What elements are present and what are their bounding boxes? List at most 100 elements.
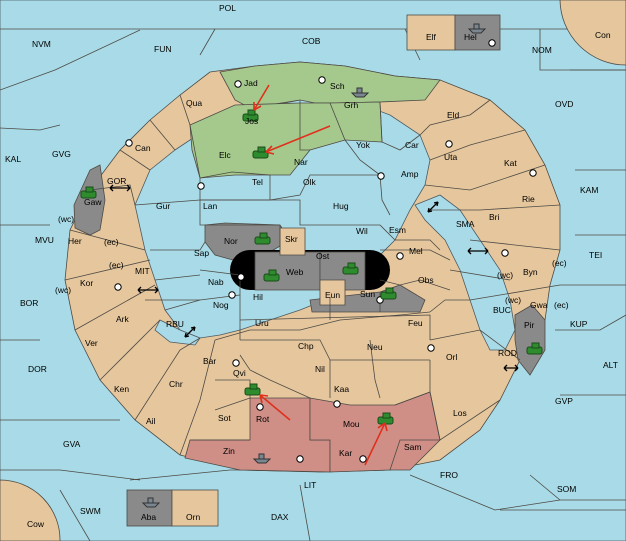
supply-center-dot: [228, 291, 236, 299]
territory-label-sma[interactable]: SMA: [456, 219, 475, 229]
territory-label-mit[interactable]: MIT: [135, 266, 150, 276]
territory-label-bor[interactable]: BOR: [20, 298, 38, 308]
region-pir: [514, 304, 546, 376]
territory-label-chp[interactable]: Chp: [298, 341, 314, 351]
territory-label-los[interactable]: Los: [453, 408, 467, 418]
territory-label-fun[interactable]: FUN: [154, 44, 171, 54]
territory-label-can[interactable]: Can: [135, 143, 151, 153]
territory-label-amp[interactable]: Amp: [401, 169, 419, 179]
territory-label-dax[interactable]: DAX: [271, 512, 289, 522]
territory-label-lit[interactable]: LIT: [304, 480, 316, 490]
territory-label-uru[interactable]: Uru: [255, 318, 269, 328]
territory-label-sch[interactable]: Sch: [330, 81, 345, 91]
territory-label-elc[interactable]: Elc: [219, 150, 232, 160]
territory-label-gor[interactable]: GOR: [107, 176, 126, 186]
territory-label-nil[interactable]: Nil: [315, 364, 325, 374]
territory-label-kar[interactable]: Kar: [339, 448, 352, 458]
territory-label-uta[interactable]: Uta: [444, 152, 458, 162]
territory-label-som[interactable]: SOM: [557, 484, 576, 494]
territory-label-ken[interactable]: Ken: [114, 384, 129, 394]
territory-label-fro[interactable]: FRO: [440, 470, 458, 480]
territory-label-gur[interactable]: Gur: [156, 201, 170, 211]
territory-label-con[interactable]: Con: [595, 30, 611, 40]
territory-label-nar[interactable]: Nar: [294, 157, 308, 167]
territory-label-rod[interactable]: ROD: [498, 348, 517, 358]
territory-label-mel[interactable]: Mel: [409, 246, 423, 256]
army-unit-qvi: [244, 383, 261, 396]
territory-label-swm[interactable]: SWM: [80, 506, 101, 516]
territory-label-sot[interactable]: Sot: [218, 413, 231, 423]
territory-label-gaw[interactable]: Gaw: [84, 197, 102, 207]
territory-label-nab[interactable]: Nab: [208, 277, 224, 287]
territory-label-jad[interactable]: Jad: [244, 78, 258, 88]
territory-label-obs[interactable]: Obs: [418, 275, 434, 285]
territory-label-hug[interactable]: Hug: [333, 201, 349, 211]
territory-label-hil[interactable]: Hil: [253, 292, 263, 302]
territory-label-gwa[interactable]: Gwa: [530, 300, 548, 310]
territory-label-her[interactable]: Her: [68, 236, 82, 246]
territory-label-sap[interactable]: Sap: [194, 248, 209, 258]
territory-label-zin[interactable]: Zin: [223, 446, 235, 456]
territory-label-lan[interactable]: Lan: [203, 201, 217, 211]
territory-label-eld[interactable]: Eld: [447, 110, 460, 120]
territory-label-kaa[interactable]: Kaa: [334, 384, 349, 394]
territory-label-rot[interactable]: Rot: [256, 414, 270, 424]
territory-label-mou[interactable]: Mou: [343, 419, 360, 429]
territory-label-bar[interactable]: Bar: [203, 356, 216, 366]
territory-label-elf[interactable]: Elf: [426, 32, 437, 42]
territory-label-skr[interactable]: Skr: [285, 234, 298, 244]
territory-label-nvm[interactable]: NVM: [32, 39, 51, 49]
territory-label-aba[interactable]: Aba: [141, 512, 156, 522]
territory-label-neu[interactable]: Neu: [367, 342, 383, 352]
territory-label-orl[interactable]: Orl: [446, 352, 457, 362]
territory-label-ost[interactable]: Ost: [316, 251, 330, 261]
territory-label-grh[interactable]: Grh: [344, 100, 358, 110]
territory-label-nog[interactable]: Nog: [213, 300, 229, 310]
territory-label-mvu[interactable]: MVU: [35, 235, 54, 245]
territory-label-byn[interactable]: Byn: [523, 267, 538, 277]
territory-label-esm[interactable]: Esm: [389, 225, 406, 235]
territory-label-kat[interactable]: Kat: [504, 158, 517, 168]
territory-label-buc[interactable]: BUC: [493, 305, 511, 315]
territory-label-pol[interactable]: POL: [219, 3, 236, 13]
territory-label-dor[interactable]: DOR: [28, 364, 47, 374]
territory-label-chr[interactable]: Chr: [169, 379, 183, 389]
territory-label-yok[interactable]: Yok: [356, 140, 371, 150]
territory-label-kor[interactable]: Kor: [80, 278, 93, 288]
territory-label-gvg[interactable]: GVG: [52, 149, 71, 159]
territory-label-ark[interactable]: Ark: [116, 314, 130, 324]
territory-label-cow[interactable]: Cow: [27, 519, 45, 529]
territory-label-kal[interactable]: KAL: [5, 154, 21, 164]
territory-label-pir[interactable]: Pir: [524, 320, 535, 330]
territory-label-bri[interactable]: Bri: [489, 212, 500, 222]
territory-label-rbu[interactable]: RBU: [166, 319, 184, 329]
territory-label-nor[interactable]: Nor: [224, 236, 238, 246]
territory-label-car[interactable]: Car: [405, 140, 419, 150]
territory-label-ver[interactable]: Ver: [85, 338, 98, 348]
territory-label-hel[interactable]: Hel: [464, 32, 477, 42]
territory-label-ovd[interactable]: OVD: [555, 99, 573, 109]
territory-label-qua[interactable]: Qua: [186, 98, 202, 108]
territory-label-qvi[interactable]: Qvi: [233, 368, 246, 378]
territory-label-rie[interactable]: Rie: [522, 194, 535, 204]
territory-label-tel[interactable]: Tel: [252, 177, 263, 187]
territory-label-wil[interactable]: Wil: [356, 226, 368, 236]
territory-label-cob[interactable]: COB: [302, 36, 321, 46]
territory-label-sun[interactable]: Sun: [360, 289, 375, 299]
territory-label-eun[interactable]: Eun: [325, 290, 340, 300]
territory-label-gva[interactable]: GVA: [63, 439, 81, 449]
territory-label-kam[interactable]: KAM: [580, 185, 598, 195]
territory-label-orn[interactable]: Orn: [186, 512, 200, 522]
territory-label-gvp[interactable]: GVP: [555, 396, 573, 406]
territory-label-sam[interactable]: Sam: [404, 442, 421, 452]
territory-label-tei[interactable]: TEI: [589, 250, 602, 260]
territory-label-alt[interactable]: ALT: [603, 360, 618, 370]
supply-center-dot: [445, 140, 453, 148]
territory-label-olk[interactable]: Olk: [303, 177, 317, 187]
territory-label-ail[interactable]: Ail: [146, 416, 156, 426]
territory-label-nom[interactable]: NOM: [532, 45, 552, 55]
territory-label-jos[interactable]: Jos: [245, 116, 258, 126]
territory-label-kup[interactable]: KUP: [570, 319, 588, 329]
territory-label-web[interactable]: Web: [286, 267, 304, 277]
territory-label-feu[interactable]: Feu: [408, 318, 423, 328]
